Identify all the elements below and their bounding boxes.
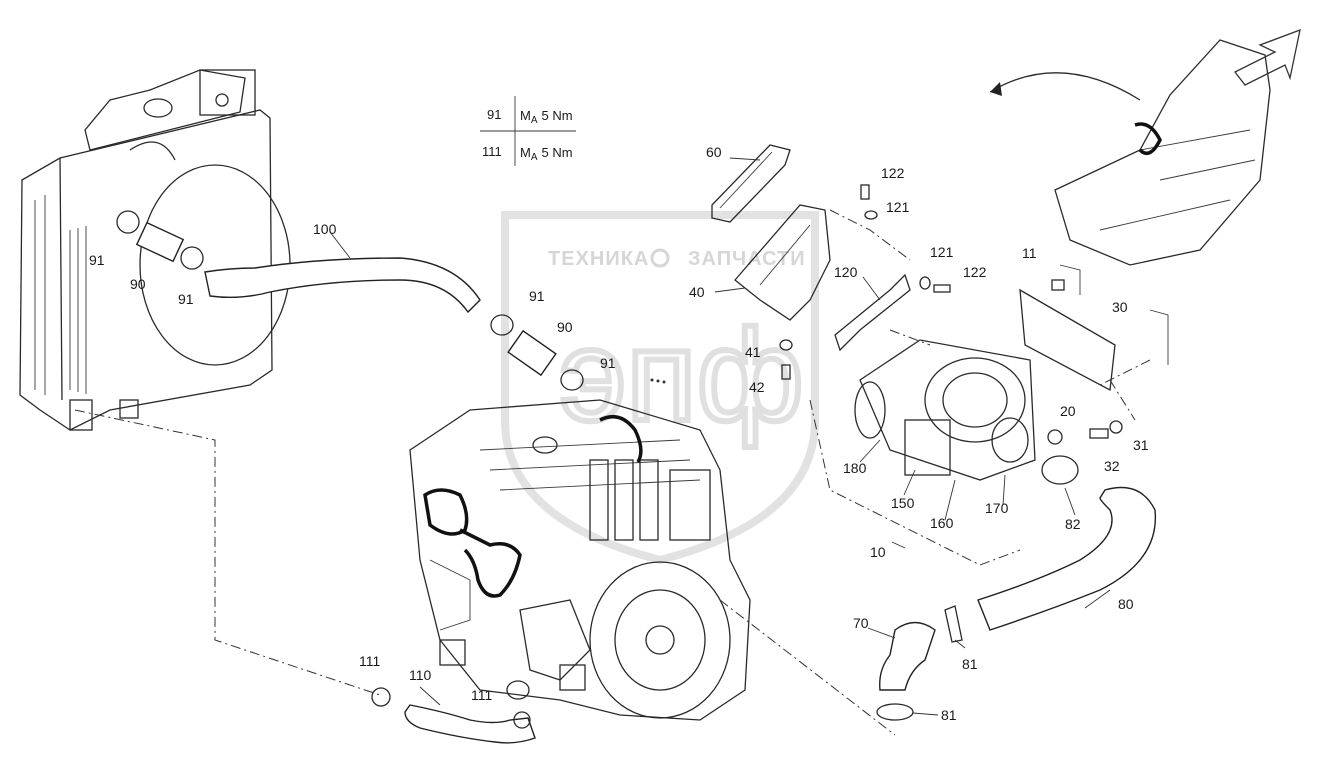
label-122: 122 <box>963 264 987 280</box>
label-42: 42 <box>749 379 765 395</box>
label-120: 120 <box>834 264 858 280</box>
label-170: 170 <box>985 500 1009 516</box>
radiator-drawing <box>19 69 291 431</box>
label-20: 20 <box>1060 403 1076 419</box>
watermark-right-text: ЗАПЧАСТИ <box>688 248 806 270</box>
machine-thumbnail <box>989 28 1301 266</box>
part-labels: 91 90 91 100 91 90 91 60 40 122 121 121 … <box>89 144 1149 723</box>
label-11: 11 <box>1022 245 1037 261</box>
label-81: 81 <box>941 707 957 723</box>
belt-60 <box>711 144 791 223</box>
label-90: 90 <box>130 276 146 292</box>
label-41: 41 <box>745 344 761 360</box>
engine-drawing <box>409 399 751 721</box>
assembly-lines <box>74 209 1151 736</box>
label-91: 91 <box>600 355 616 371</box>
elbow-70 <box>876 605 963 721</box>
label-180: 180 <box>843 460 867 476</box>
leader-lines <box>329 157 1111 716</box>
label-111: 111 <box>471 687 492 703</box>
label-40: 40 <box>689 284 705 300</box>
label-91: 91 <box>178 291 194 307</box>
watermark-logo: эпф <box>560 302 804 448</box>
air-filter-unit <box>854 339 1079 485</box>
watermark-left-text: ТЕХНИКА <box>548 248 649 270</box>
label-81: 81 <box>962 656 978 672</box>
label-121: 121 <box>930 244 954 260</box>
upper-clamps-left <box>116 210 204 270</box>
label-60: 60 <box>706 144 722 160</box>
direction-arrow-icon <box>1234 28 1301 86</box>
label-30: 30 <box>1112 299 1128 315</box>
middle-clamps <box>490 314 666 391</box>
label-100: 100 <box>313 221 337 237</box>
label-90: 90 <box>557 319 573 335</box>
label-91: 91 <box>89 252 105 268</box>
intake-hose-80 <box>977 486 1157 631</box>
label-110: 110 <box>409 667 432 683</box>
lower-hose-110 <box>371 680 536 744</box>
label-150: 150 <box>891 495 915 511</box>
label-160: 160 <box>930 515 954 531</box>
fasteners <box>779 184 1123 445</box>
gear-icon <box>650 248 670 268</box>
label-80: 80 <box>1118 596 1134 612</box>
watermark: ТЕХНИКА ЗАПЧАСТИ эпф <box>501 211 819 565</box>
label-10: 10 <box>870 544 886 560</box>
label-82: 82 <box>1065 516 1081 532</box>
curved-arrow-icon <box>989 72 1141 101</box>
bracket-40 <box>734 204 831 321</box>
label-31: 31 <box>1133 437 1149 453</box>
plate-30 <box>1019 264 1169 392</box>
label-70: 70 <box>853 615 869 631</box>
label-32: 32 <box>1104 458 1120 474</box>
bracket-120 <box>834 273 911 352</box>
torque-part-111: 111 <box>482 144 502 159</box>
label-122: 122 <box>881 165 905 181</box>
label-91: 91 <box>529 288 545 304</box>
label-111: 111 <box>359 653 380 669</box>
torque-part-91: 91 <box>487 107 501 122</box>
hose-100 <box>204 257 481 314</box>
label-121: 121 <box>886 199 910 215</box>
